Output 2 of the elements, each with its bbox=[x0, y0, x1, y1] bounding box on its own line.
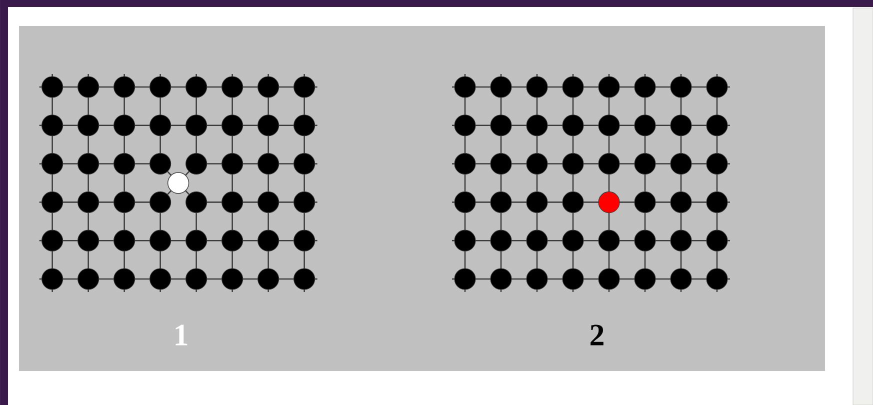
figure-number: 1 bbox=[176, 324, 188, 346]
figure-number: 2 bbox=[590, 324, 604, 346]
